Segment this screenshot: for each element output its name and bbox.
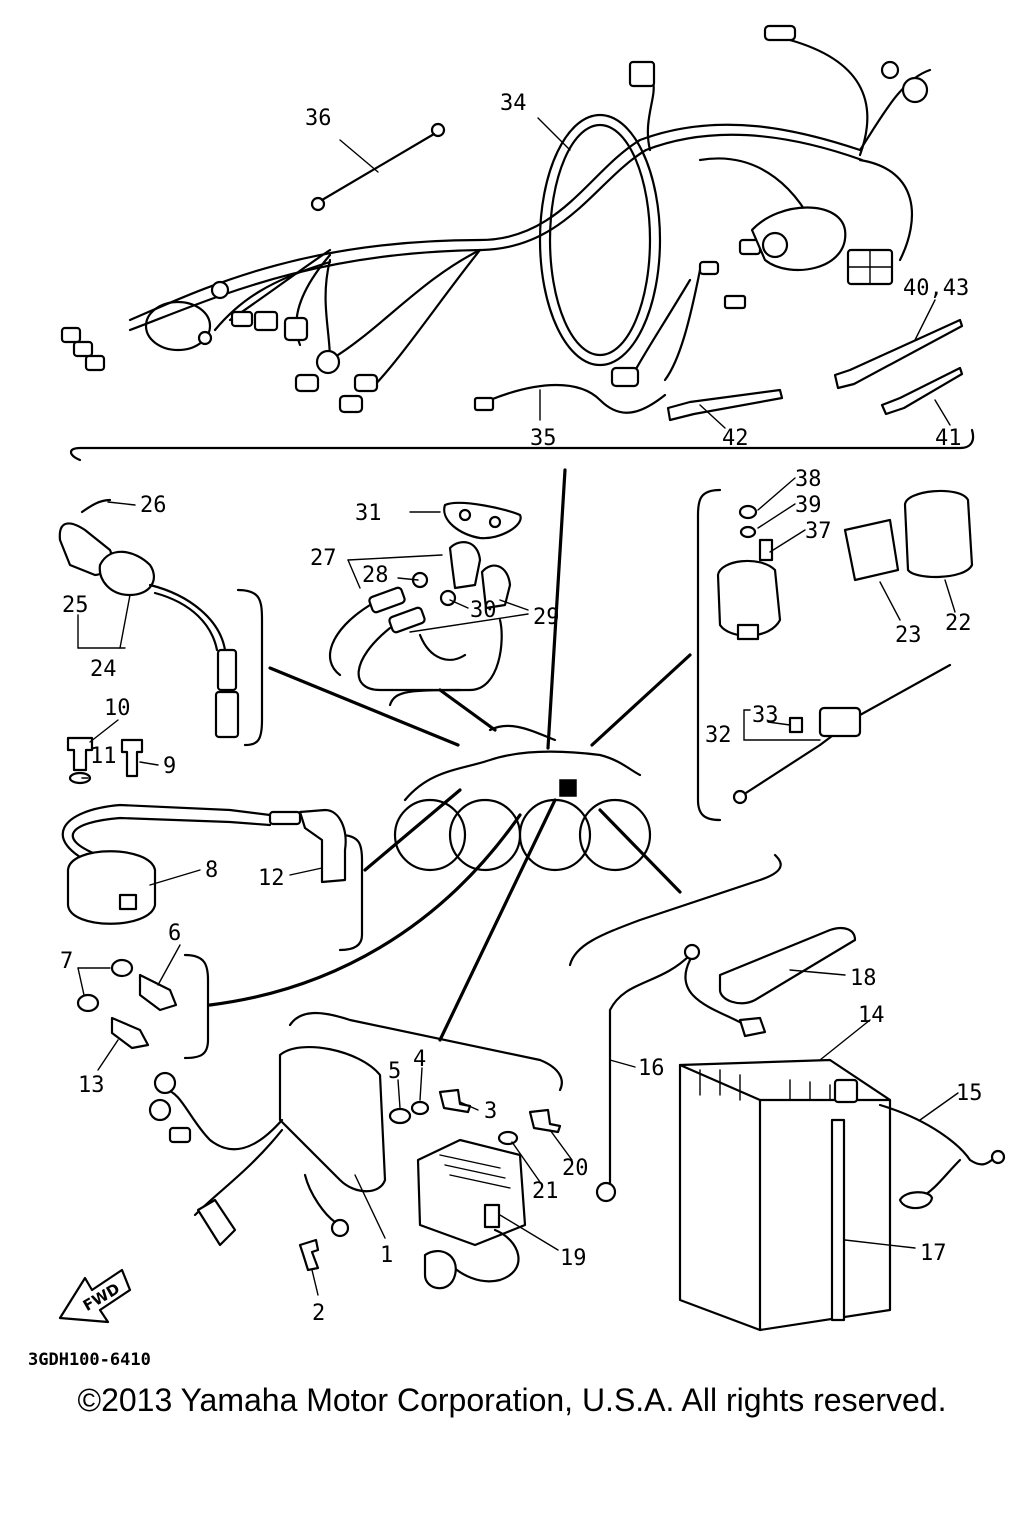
callout-41: 41 <box>935 426 962 451</box>
callout-17: 17 <box>920 1241 947 1266</box>
callout-14: 14 <box>858 1003 885 1028</box>
callout-1: 1 <box>380 1243 393 1268</box>
callout-29: 29 <box>533 605 560 630</box>
leader-lines <box>77 117 959 1296</box>
pointer-arrows <box>208 468 692 1042</box>
callout-33: 33 <box>752 703 779 728</box>
callout-15: 15 <box>956 1081 983 1106</box>
callout-4: 4 <box>413 1047 426 1072</box>
callout-9: 9 <box>163 754 176 779</box>
callout-31: 31 <box>355 501 382 526</box>
callout-37: 37 <box>805 519 832 544</box>
callout-16: 16 <box>638 1056 665 1081</box>
callout-5: 5 <box>388 1059 401 1084</box>
callout-30: 30 <box>470 598 497 623</box>
callout-13: 13 <box>78 1073 105 1098</box>
callout-21: 21 <box>532 1179 559 1204</box>
callout-3: 3 <box>484 1099 497 1124</box>
callout-8: 8 <box>205 858 218 883</box>
callout-28: 28 <box>362 563 389 588</box>
copyright-notice: ©2013 Yamaha Motor Corporation, U.S.A. A… <box>77 1382 947 1418</box>
callout-32: 32 <box>705 723 732 748</box>
group-brackets <box>183 488 782 1092</box>
callout-22: 22 <box>945 611 972 636</box>
callout-35: 35 <box>530 426 557 451</box>
callout-7: 7 <box>60 949 73 974</box>
callout-39: 39 <box>795 493 822 518</box>
callout-23: 23 <box>895 623 922 648</box>
callout-38: 38 <box>795 467 822 492</box>
part-code-label: 3GDH100-6410 <box>28 1350 151 1370</box>
callout-36: 36 <box>305 106 332 131</box>
callout-2: 2 <box>312 1301 325 1326</box>
callout-10: 10 <box>104 696 131 721</box>
callout-18: 18 <box>850 966 877 991</box>
callout-19: 19 <box>560 1246 587 1271</box>
callout-40-43: 40,43 <box>903 276 969 301</box>
callout-12: 12 <box>258 866 285 891</box>
vehicle-silhouette <box>393 724 652 872</box>
parts-illustrations <box>58 489 1006 1332</box>
wire-harness-illustration <box>60 24 975 462</box>
callout-6: 6 <box>168 921 181 946</box>
callout-27: 27 <box>310 546 337 571</box>
callout-42: 42 <box>722 426 749 451</box>
callout-26: 26 <box>140 493 167 518</box>
callout-11: 11 <box>90 744 117 769</box>
callout-34: 34 <box>500 91 527 116</box>
callout-20: 20 <box>562 1156 589 1181</box>
callout-25: 25 <box>62 593 89 618</box>
callout-24: 24 <box>90 657 117 682</box>
